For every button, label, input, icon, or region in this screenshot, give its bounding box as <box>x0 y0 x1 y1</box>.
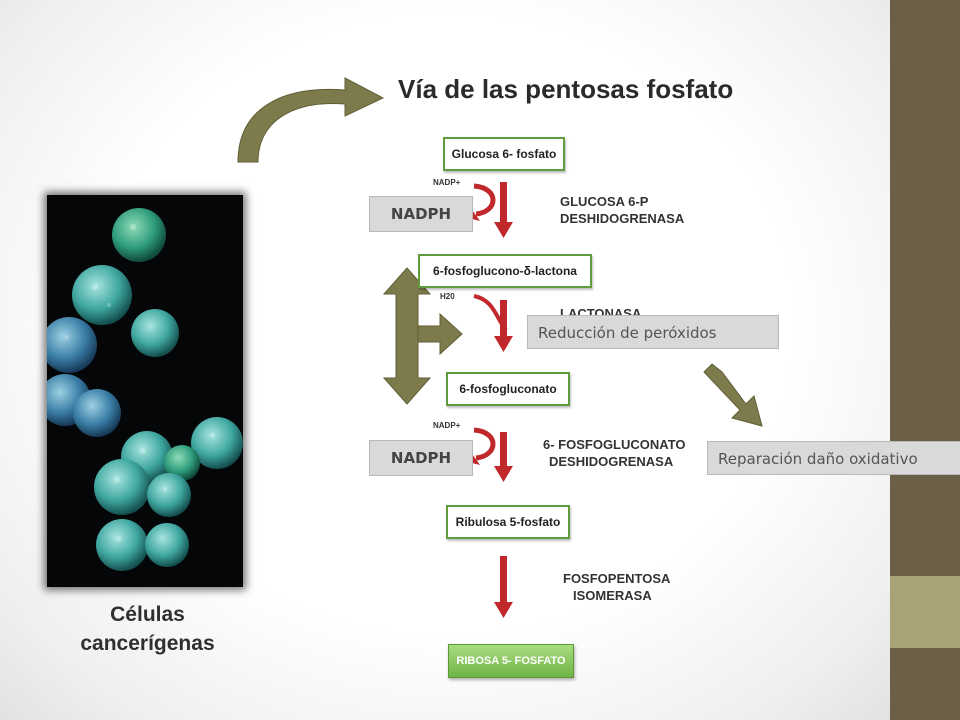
red-arrow-2 <box>494 300 513 352</box>
nadph-box-2: NADPH <box>369 440 473 476</box>
red-arrow-1 <box>494 182 513 238</box>
cancer-cells-illustration <box>47 208 243 571</box>
step-6-fosfogluconato: 6-fosfogluconato <box>446 372 570 406</box>
step-ribosa-5-fosfato: RIBOSA 5- FOSFATO <box>448 644 574 678</box>
enzyme-2-label: LACTONASA <box>560 306 642 317</box>
side-band-top <box>890 0 960 576</box>
nadp-curl-arrow-2 <box>473 427 496 461</box>
side-band-middle <box>890 576 960 648</box>
enzyme-6-fosfogluconato-deshidrogenasa: 6- FOSFOGLUCONATO DESHIDOGRENASA <box>543 436 686 470</box>
cells-caption: Células cancerígenas <box>80 603 215 655</box>
h2o-curl-arrow <box>473 294 508 332</box>
nadph-box-1: NADPH <box>369 196 473 232</box>
reparacion-dano-oxidativo-box: Reparación daño oxidativo <box>707 441 960 475</box>
curved-arrow <box>237 77 385 163</box>
red-arrow-3 <box>494 432 513 482</box>
enzyme-3-line-1: 6- FOSFOGLUCONATO <box>543 437 686 452</box>
page-title: Vía de las pentosas fosfato <box>398 74 734 104</box>
nadp-curl-arrow-1 <box>473 183 496 217</box>
enzyme-4-line-2: ISOMERASA <box>573 588 652 603</box>
cofactor-nadp-2: NADP+ <box>433 421 461 430</box>
enzyme-4-line-1: FOSFOPENTOSA <box>563 571 671 586</box>
step-glucosa-6-fosfato: Glucosa 6- fosfato <box>443 137 565 171</box>
step-6-fosfoglucono-lactona: 6-fosfoglucono-δ-lactona <box>418 254 592 288</box>
red-arrow-4 <box>494 556 513 618</box>
enzyme-1-line-1: GLUCOSA 6-P <box>560 194 649 209</box>
enzyme-lactonasa: LACTONASA <box>560 305 641 317</box>
enzyme-fosfopentosa-isomerasa: FOSFOPENTOSA ISOMERASA <box>563 570 670 604</box>
reduccion-peroxidos-box: Reducción de peróxidos <box>527 315 779 349</box>
enzyme-1-line-2: DESHIDOGRENASA <box>560 211 685 226</box>
cofactor-nadp-1: NADP+ <box>433 178 461 187</box>
side-band-bottom <box>890 648 960 720</box>
cancer-cells-image <box>47 195 243 587</box>
enzyme-3-line-2: DESHIDOGRENASA <box>549 454 674 469</box>
step-ribulosa-5-fosfato: Ribulosa 5-fosfato <box>446 505 570 539</box>
enzyme-glucosa-6p-deshidrogenasa: GLUCOSA 6-P DESHIDOGRENASA <box>560 193 684 227</box>
cofactor-h2o: H20 <box>440 292 455 301</box>
diagonal-arrow <box>703 363 763 427</box>
